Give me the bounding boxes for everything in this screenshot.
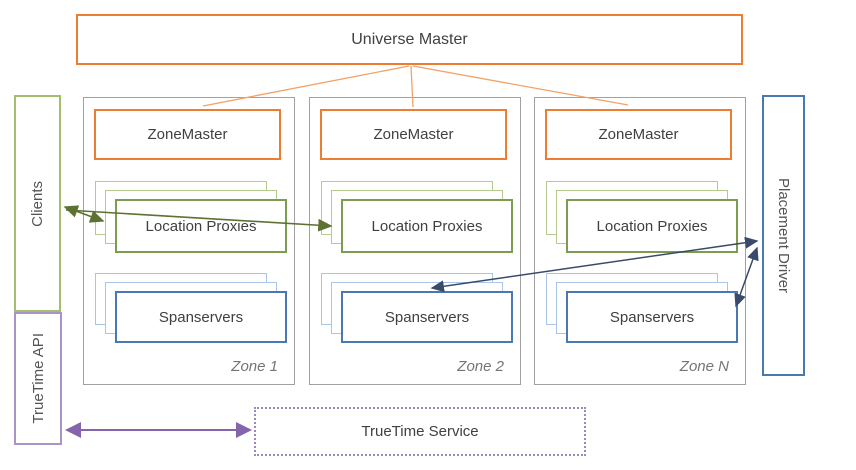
zone-1-container: ZoneMaster Location Proxies Spanservers …: [83, 97, 295, 385]
universe-master-box: Universe Master: [76, 14, 743, 65]
truetime-api-label: TrueTime API: [29, 333, 47, 424]
zone-1-location-proxies-box: Location Proxies: [115, 199, 287, 253]
truetime-service-box: TrueTime Service: [254, 407, 586, 456]
spanservers-label: Spanservers: [609, 308, 695, 326]
zone-1-label: Zone 1: [231, 358, 278, 375]
universe-master-label: Universe Master: [351, 30, 468, 48]
zone-2-spanservers-box: Spanservers: [341, 291, 513, 343]
placement-driver-box: Placement Driver: [762, 95, 805, 376]
zone-1-zonemaster-box: ZoneMaster: [94, 109, 281, 160]
zone-2-label: Zone 2: [457, 358, 504, 375]
location-proxies-label: Location Proxies: [145, 217, 257, 235]
zone-1-spanservers-box: Spanservers: [115, 291, 287, 343]
zonemaster-label: ZoneMaster: [598, 126, 679, 143]
spanservers-label: Spanservers: [158, 308, 244, 326]
truetime-api-box: TrueTime API: [14, 312, 62, 445]
spanservers-label: Spanservers: [384, 308, 470, 326]
zone-2-container: ZoneMaster Location Proxies Spanservers …: [309, 97, 521, 385]
truetime-service-label: TrueTime Service: [361, 423, 479, 440]
zone-n-zonemaster-box: ZoneMaster: [545, 109, 732, 160]
zonemaster-label: ZoneMaster: [147, 126, 228, 143]
clients-label: Clients: [29, 180, 46, 227]
zone-n-container: ZoneMaster Location Proxies Spanservers …: [534, 97, 746, 385]
zone-n-label: Zone N: [679, 358, 729, 375]
placement-driver-label: Placement Driver: [775, 177, 792, 294]
location-proxies-label: Location Proxies: [371, 217, 483, 235]
zone-n-location-proxies-box: Location Proxies: [566, 199, 738, 253]
zone-2-zonemaster-box: ZoneMaster: [320, 109, 507, 160]
zonemaster-label: ZoneMaster: [373, 126, 454, 143]
zone-n-spanservers-box: Spanservers: [566, 291, 738, 343]
location-proxies-label: Location Proxies: [596, 217, 708, 235]
clients-box: Clients: [14, 95, 61, 312]
zone-2-location-proxies-box: Location Proxies: [341, 199, 513, 253]
